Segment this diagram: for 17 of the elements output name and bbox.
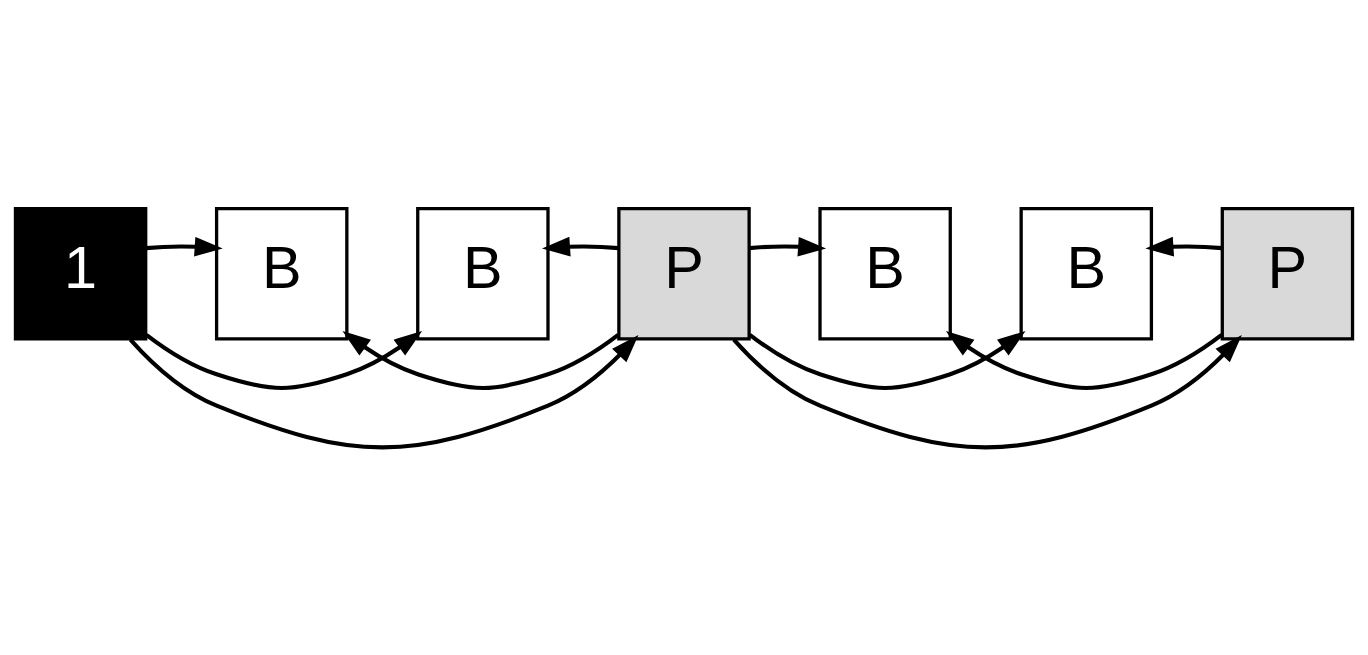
arrow: [1145, 236, 1223, 256]
arrow: [342, 330, 620, 390]
arrow: [945, 330, 1223, 390]
arrow: [145, 236, 223, 256]
node-box: P: [1220, 206, 1355, 340]
node-box: B: [214, 206, 349, 340]
arrow: [749, 236, 827, 256]
arrow: [128, 334, 639, 449]
node-box: B: [416, 206, 550, 340]
node-box: 1: [13, 206, 148, 340]
node-box: B: [1019, 206, 1154, 340]
arrow: [748, 330, 1026, 390]
arrow: [145, 330, 423, 390]
node-box: B: [818, 206, 952, 340]
arrow: [732, 334, 1242, 449]
node-box: P: [617, 206, 751, 340]
arrow: [542, 236, 619, 256]
